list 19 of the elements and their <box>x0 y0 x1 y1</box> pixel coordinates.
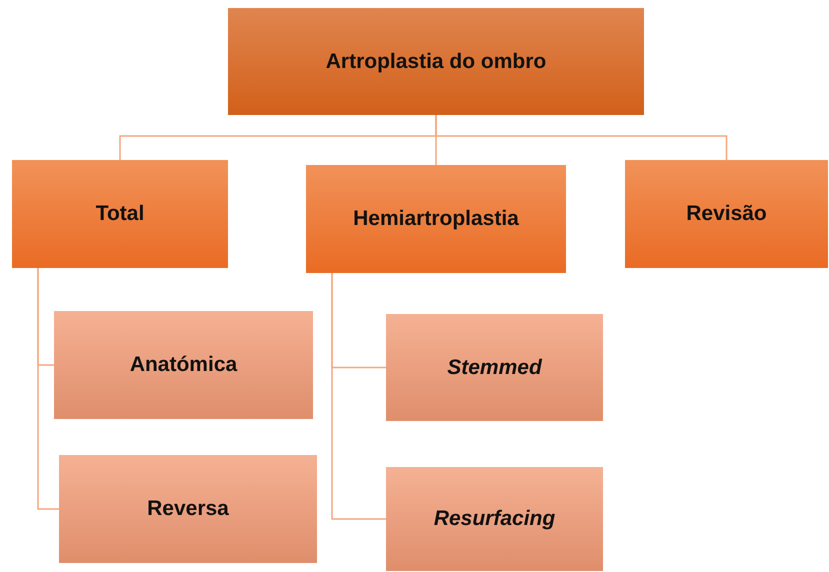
connector-line <box>37 268 59 510</box>
box-label: Total <box>96 202 144 226</box>
category-box <box>625 160 828 268</box>
box-label: Artroplastia do ombro <box>326 50 546 74</box>
category-box <box>386 314 603 421</box>
category-box <box>54 311 313 419</box>
box-label: Revisão <box>686 202 767 226</box>
box-label: Resurfacing <box>434 507 556 531</box>
box-label: Hemiartroplastia <box>353 207 519 231</box>
category-box <box>59 455 317 563</box>
box-label: Stemmed <box>447 356 542 380</box>
box-label: Anatómica <box>130 353 238 377</box>
category-box <box>228 8 644 115</box>
category-box <box>306 165 566 273</box>
category-box <box>12 160 228 268</box>
connector-line <box>331 273 386 520</box>
category-box <box>386 467 603 571</box>
connector-line <box>435 115 728 160</box>
box-label: Reversa <box>147 497 229 521</box>
